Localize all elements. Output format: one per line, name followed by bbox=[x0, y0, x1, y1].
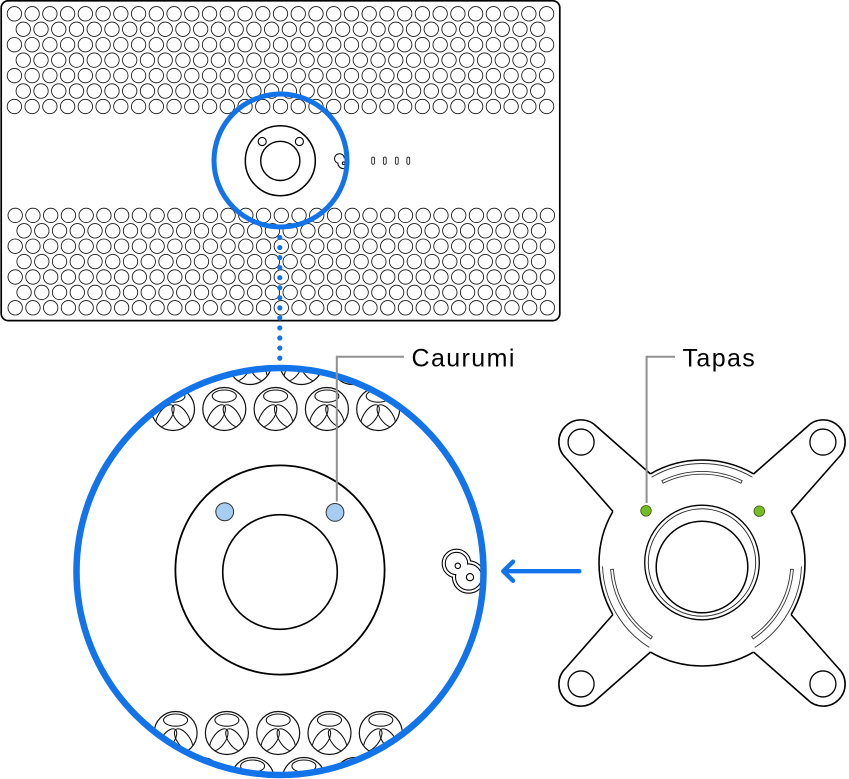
connector-dot bbox=[277, 305, 283, 311]
label-holes: Caurumi bbox=[412, 344, 516, 372]
connector-dot bbox=[277, 244, 283, 251]
mount-hole-left bbox=[257, 136, 267, 147]
highlighted-holes bbox=[215, 502, 345, 522]
connector-dot bbox=[277, 355, 283, 361]
adapter-center-hole bbox=[655, 520, 749, 614]
connector-dot bbox=[277, 275, 283, 281]
adapter-slot-cutouts bbox=[610, 471, 794, 640]
adapter-rim-arcs bbox=[602, 463, 802, 648]
hole-right bbox=[325, 503, 345, 522]
display-back-panel bbox=[0, 0, 561, 322]
adapter-arm-hole bbox=[567, 670, 595, 698]
hole-left bbox=[215, 502, 235, 522]
port-slot bbox=[382, 156, 387, 165]
stand-mount-small bbox=[244, 124, 317, 197]
port-slot bbox=[371, 156, 375, 165]
connector-dot bbox=[277, 315, 283, 321]
connector-dot bbox=[277, 285, 283, 291]
connector-dot bbox=[277, 234, 283, 241]
magnified-callout bbox=[73, 342, 487, 779]
adapter-ring-inner bbox=[647, 508, 757, 617]
mount-inner-circle-magnified bbox=[221, 513, 339, 631]
connector-dot bbox=[277, 325, 283, 331]
lattice-sphere bbox=[254, 388, 297, 431]
vesa-adapter bbox=[558, 419, 846, 707]
lattice-bottom-band bbox=[7, 207, 556, 316]
adapter-arm-hole bbox=[809, 428, 837, 456]
port-slot bbox=[394, 156, 399, 165]
adapter-pins bbox=[640, 505, 766, 517]
connector-dot bbox=[277, 255, 283, 261]
lock-keyhole-magnified-icon bbox=[441, 548, 481, 594]
adapter-body bbox=[598, 459, 806, 667]
callout-circle-small bbox=[211, 91, 350, 230]
connector-dot bbox=[277, 295, 283, 301]
connector-dot bbox=[277, 335, 283, 341]
arrow-left-icon bbox=[501, 559, 582, 583]
callout-leaders bbox=[335, 355, 675, 503]
connector-dot bbox=[277, 345, 283, 351]
port-slot bbox=[406, 156, 411, 165]
adapter-arm-hole bbox=[567, 428, 595, 456]
leader-line-holes bbox=[335, 355, 404, 502]
lattice-sphere bbox=[257, 712, 300, 755]
lattice-sphere bbox=[280, 342, 323, 385]
lattice-sphere bbox=[205, 712, 248, 755]
dotted-connector bbox=[277, 234, 283, 361]
pin-left bbox=[640, 505, 652, 517]
adapter-arm-hole bbox=[809, 670, 837, 698]
callout-circle-large bbox=[73, 364, 487, 779]
leader-line-pins bbox=[645, 355, 675, 503]
lattice-top-band bbox=[6, 6, 555, 115]
lattice-sphere bbox=[203, 388, 246, 431]
pin-right bbox=[753, 505, 766, 517]
lattice-sphere bbox=[308, 712, 351, 755]
lattice-sphere bbox=[305, 388, 348, 431]
mount-hole-right bbox=[294, 136, 305, 147]
adapter-arm-holes bbox=[567, 428, 837, 698]
port-slots bbox=[371, 156, 411, 165]
label-pins: Tapas bbox=[683, 344, 757, 372]
lattice-sphere bbox=[229, 342, 272, 385]
connector-dot bbox=[277, 265, 283, 271]
